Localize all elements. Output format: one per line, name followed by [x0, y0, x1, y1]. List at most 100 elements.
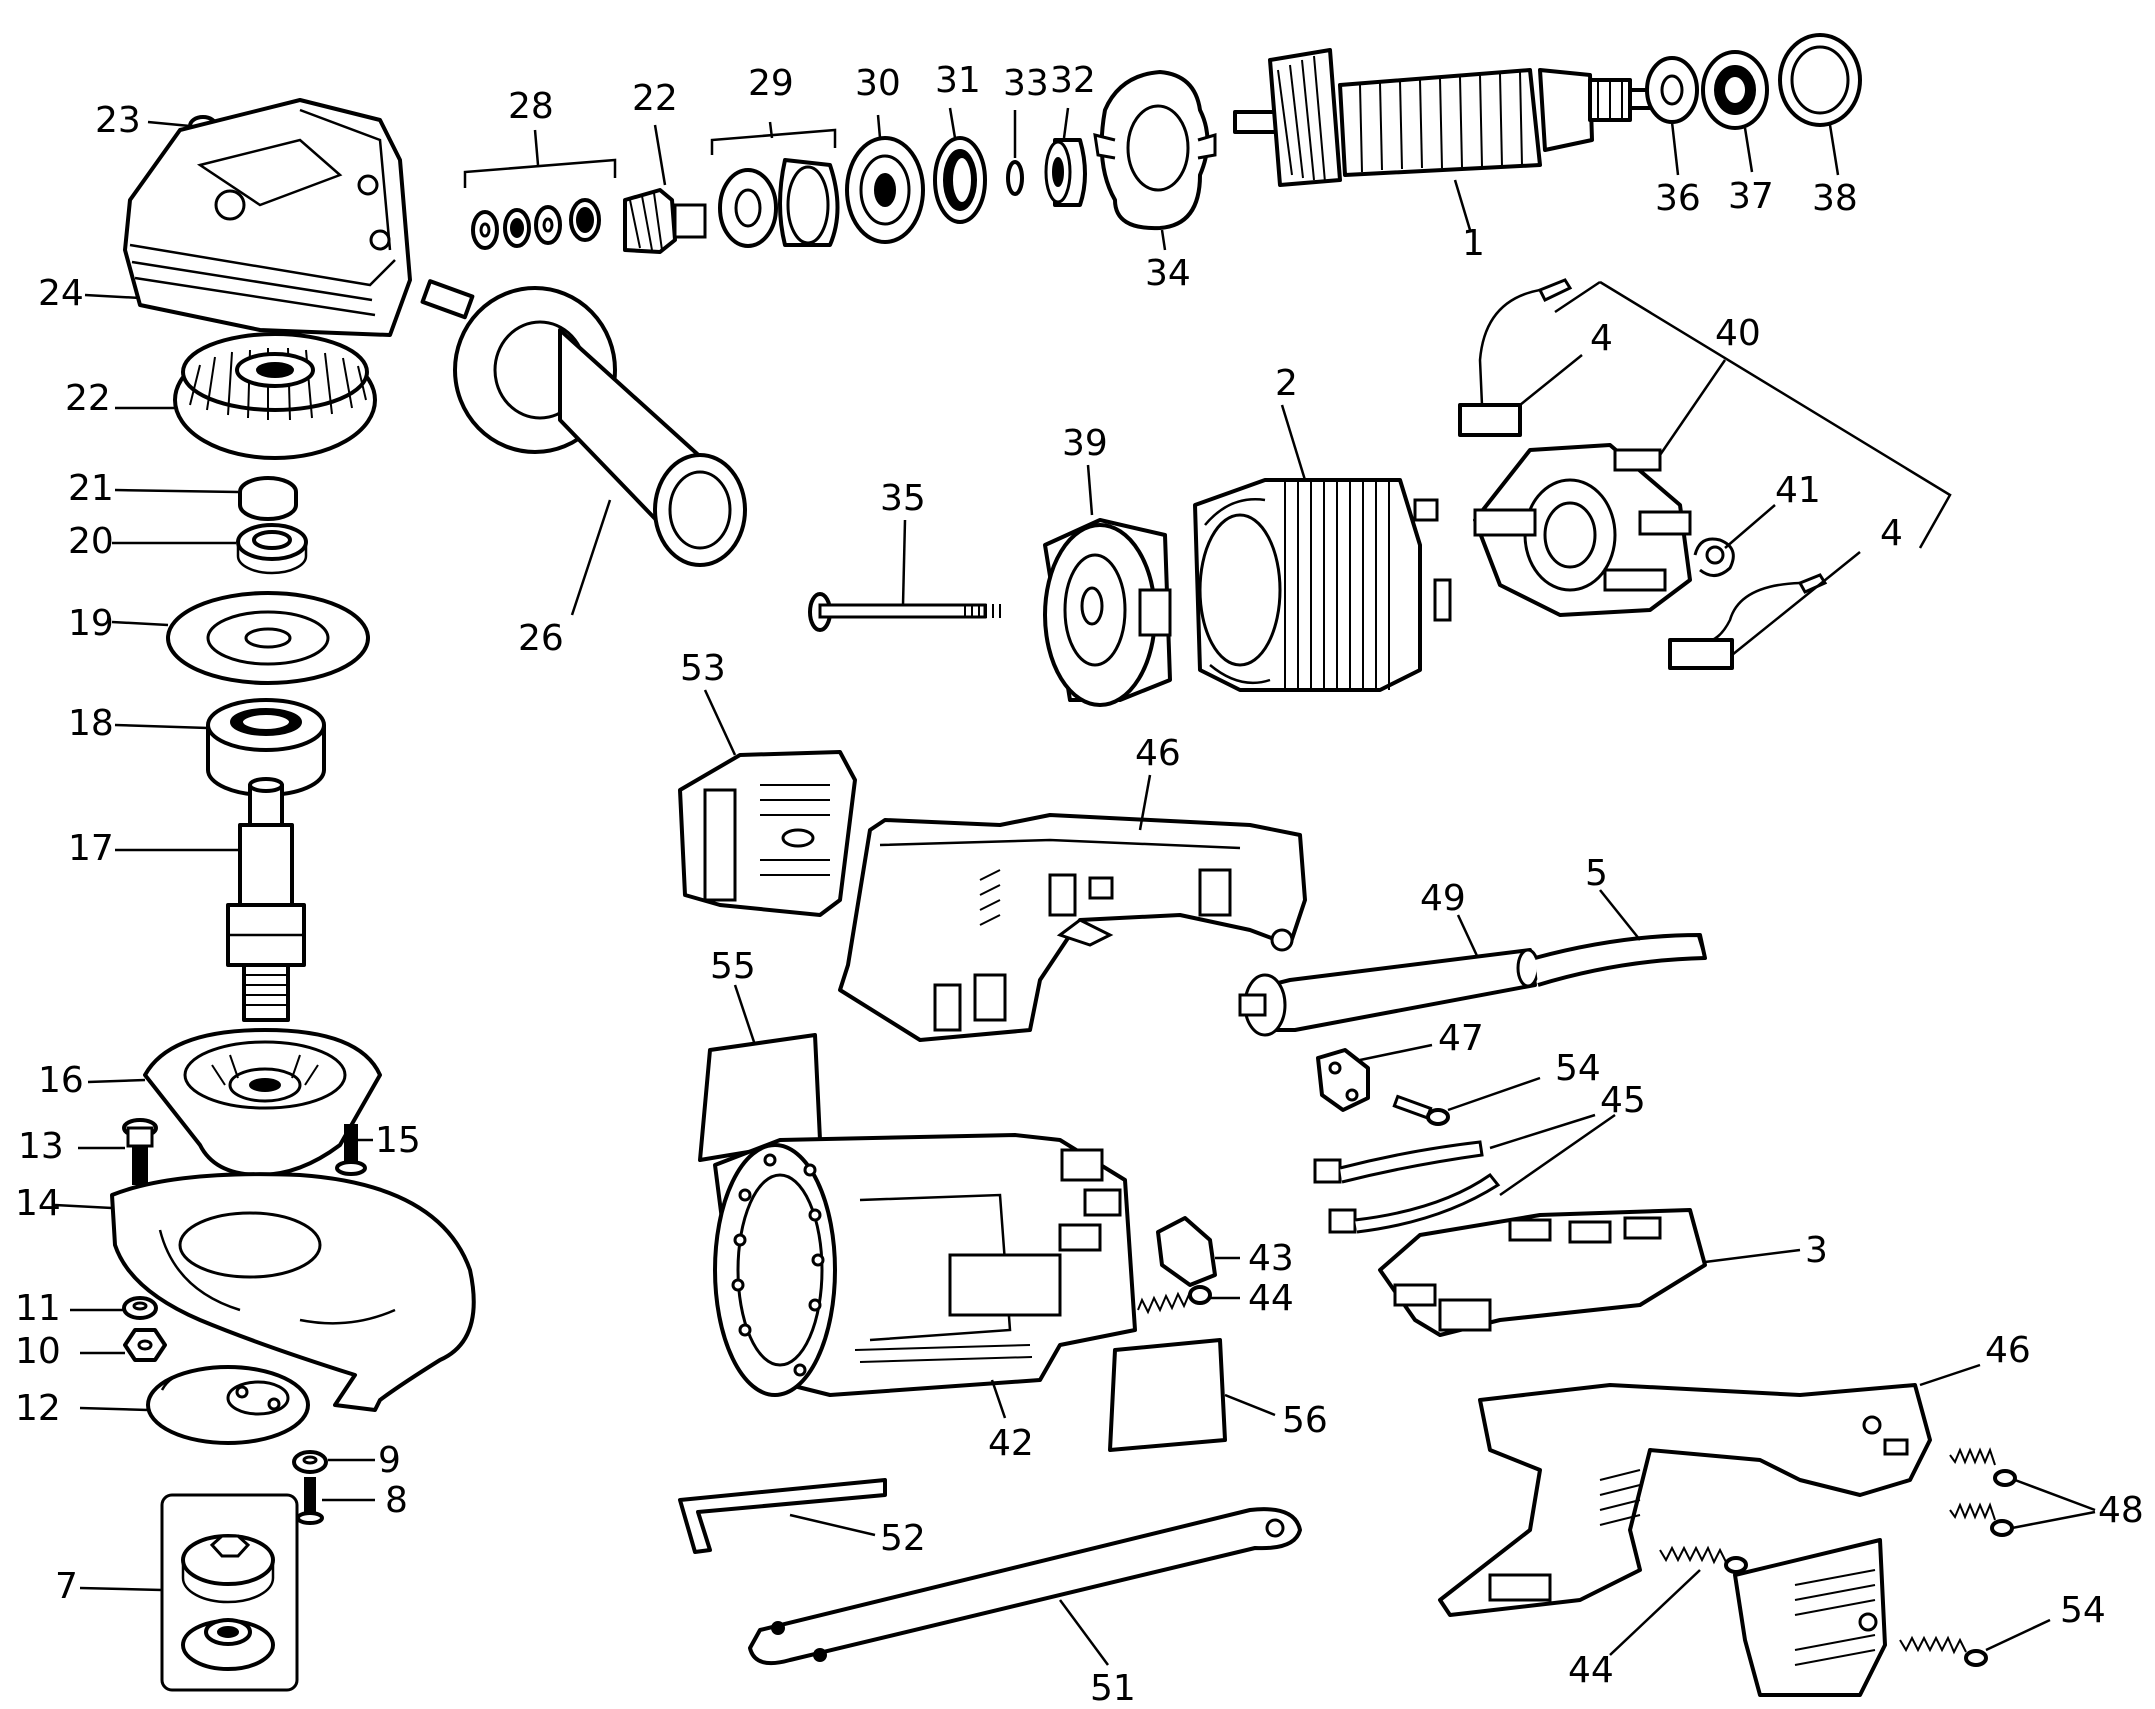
- part-29-bearing-set: [710, 121, 840, 248]
- label-11: 11: [15, 1288, 61, 1329]
- label-3: 3: [1805, 1230, 1828, 1271]
- label-52: 52: [880, 1518, 926, 1559]
- part-16-spindle-housing: [87, 1028, 382, 1177]
- part-38-bearing-sleeve: [1778, 33, 1862, 176]
- label-48: 48: [2098, 1490, 2144, 1531]
- part-46-handle-half-upper: [838, 774, 1307, 1042]
- label-43: 43: [1248, 1238, 1294, 1279]
- label-39: 39: [1062, 423, 1108, 464]
- label-38: 38: [1812, 178, 1858, 219]
- part-21-bushing: [114, 476, 298, 521]
- label-49: 49: [1420, 878, 1466, 919]
- part-55-label: [698, 984, 822, 1162]
- part-53-switch-cover: [678, 689, 857, 917]
- label-41: 41: [1775, 470, 1821, 511]
- part-14-wheel-guard: [54, 1172, 476, 1412]
- part-54-screw-upper: [1392, 1076, 1541, 1126]
- label-24: 24: [38, 273, 84, 314]
- label-21: 21: [68, 468, 114, 509]
- label-7: 7: [55, 1566, 78, 1607]
- label-29: 29: [748, 63, 794, 104]
- part-11-washer: [70, 1296, 158, 1320]
- part-28-bracket: [463, 129, 617, 250]
- part-43-brush-cap: [1156, 1216, 1240, 1287]
- label-10: 10: [15, 1331, 61, 1372]
- part-41-brush-spring: [1693, 504, 1776, 577]
- label-44b: 44: [1568, 1650, 1614, 1691]
- label-4a: 4: [1590, 318, 1613, 359]
- part-18-ball-bearing: [114, 698, 326, 797]
- label-54b: 54: [2060, 1590, 2106, 1631]
- label-55: 55: [710, 946, 756, 987]
- label-15: 15: [375, 1120, 421, 1161]
- part-7-flange-set: [79, 1493, 299, 1692]
- part-13-screw: [78, 1118, 158, 1185]
- part-26-side-handle: [420, 279, 747, 616]
- label-1: 1: [1462, 223, 1485, 264]
- label-56: 56: [1282, 1400, 1328, 1441]
- part-5-power-cord: [1534, 889, 1707, 987]
- label-40: 40: [1715, 313, 1761, 354]
- part-56-label: [1108, 1338, 1276, 1452]
- label-54a: 54: [1555, 1048, 1601, 1089]
- label-53: 53: [680, 648, 726, 689]
- label-8: 8: [385, 1480, 408, 1521]
- part-48-screws: [1949, 1447, 2096, 1537]
- part-22-bevel-gear: [115, 332, 377, 460]
- part-17-spindle: [115, 777, 306, 1022]
- part-47-cord-clamp: [1316, 1043, 1433, 1112]
- label-12: 12: [15, 1388, 61, 1429]
- label-30: 30: [855, 63, 901, 104]
- part-1-armature: [1233, 48, 1667, 231]
- part-4-carbon-brush-lower: [1668, 551, 1861, 670]
- part-39-bearing-housing: [1043, 464, 1172, 707]
- label-28: 28: [508, 86, 554, 127]
- label-14: 14: [15, 1183, 61, 1224]
- part-54-screw-lower: [1899, 1618, 2051, 1667]
- part-12-guard-clamp: [79, 1365, 310, 1445]
- part-37-ball-bearing: [1701, 50, 1769, 173]
- part-30-ball-bearing: [845, 114, 925, 244]
- part-40-brush-holder: [1473, 359, 1727, 617]
- part-3-switch: [1378, 1208, 1801, 1337]
- part-42-motor-housing: [713, 1133, 1137, 1419]
- label-2: 2: [1275, 363, 1298, 404]
- label-31: 31: [935, 60, 981, 101]
- label-20: 20: [68, 521, 114, 562]
- label-42: 42: [988, 1423, 1034, 1464]
- part-number-labels: 23 24 22 21 20 19 18 17 16 13 15 14 11 1…: [15, 60, 2144, 1709]
- part-52-hex-key: [678, 1478, 887, 1554]
- part-33-spacer: [1006, 110, 1024, 196]
- label-13: 13: [18, 1126, 64, 1167]
- label-35: 35: [880, 478, 926, 519]
- part-9-washer: [292, 1450, 375, 1474]
- label-47: 47: [1438, 1018, 1484, 1059]
- label-34: 34: [1145, 253, 1191, 294]
- part-4-bracket: [1554, 280, 1952, 549]
- label-26: 26: [518, 618, 564, 659]
- label-18: 18: [68, 703, 114, 744]
- part-51-spanner-wrench: [748, 1507, 1302, 1666]
- part-4-carbon-brush-upper: [1458, 278, 1583, 437]
- label-32: 32: [1050, 60, 1096, 101]
- part-15-screw: [335, 1124, 373, 1176]
- label-44a: 44: [1248, 1278, 1294, 1319]
- part-8-screw: [296, 1477, 375, 1525]
- label-5: 5: [1585, 853, 1608, 894]
- part-2-field-stator: [1193, 404, 1452, 692]
- label-4b: 4: [1880, 513, 1903, 554]
- part-switch-cover-lower: [1733, 1538, 1887, 1697]
- part-44-screw-middle: [1137, 1285, 1240, 1315]
- label-22b: 22: [632, 78, 678, 119]
- label-19: 19: [68, 603, 114, 644]
- part-35-through-bolt: [808, 519, 1001, 632]
- label-22a: 22: [65, 378, 111, 419]
- part-24-gear-housing: [84, 98, 412, 337]
- part-20-retaining-ring: [112, 523, 308, 575]
- label-16: 16: [38, 1060, 84, 1101]
- part-31-ring: [933, 107, 987, 224]
- label-51: 51: [1090, 1668, 1136, 1709]
- part-22-pinion-gear: [623, 124, 707, 254]
- part-32-bushing: [1044, 107, 1087, 207]
